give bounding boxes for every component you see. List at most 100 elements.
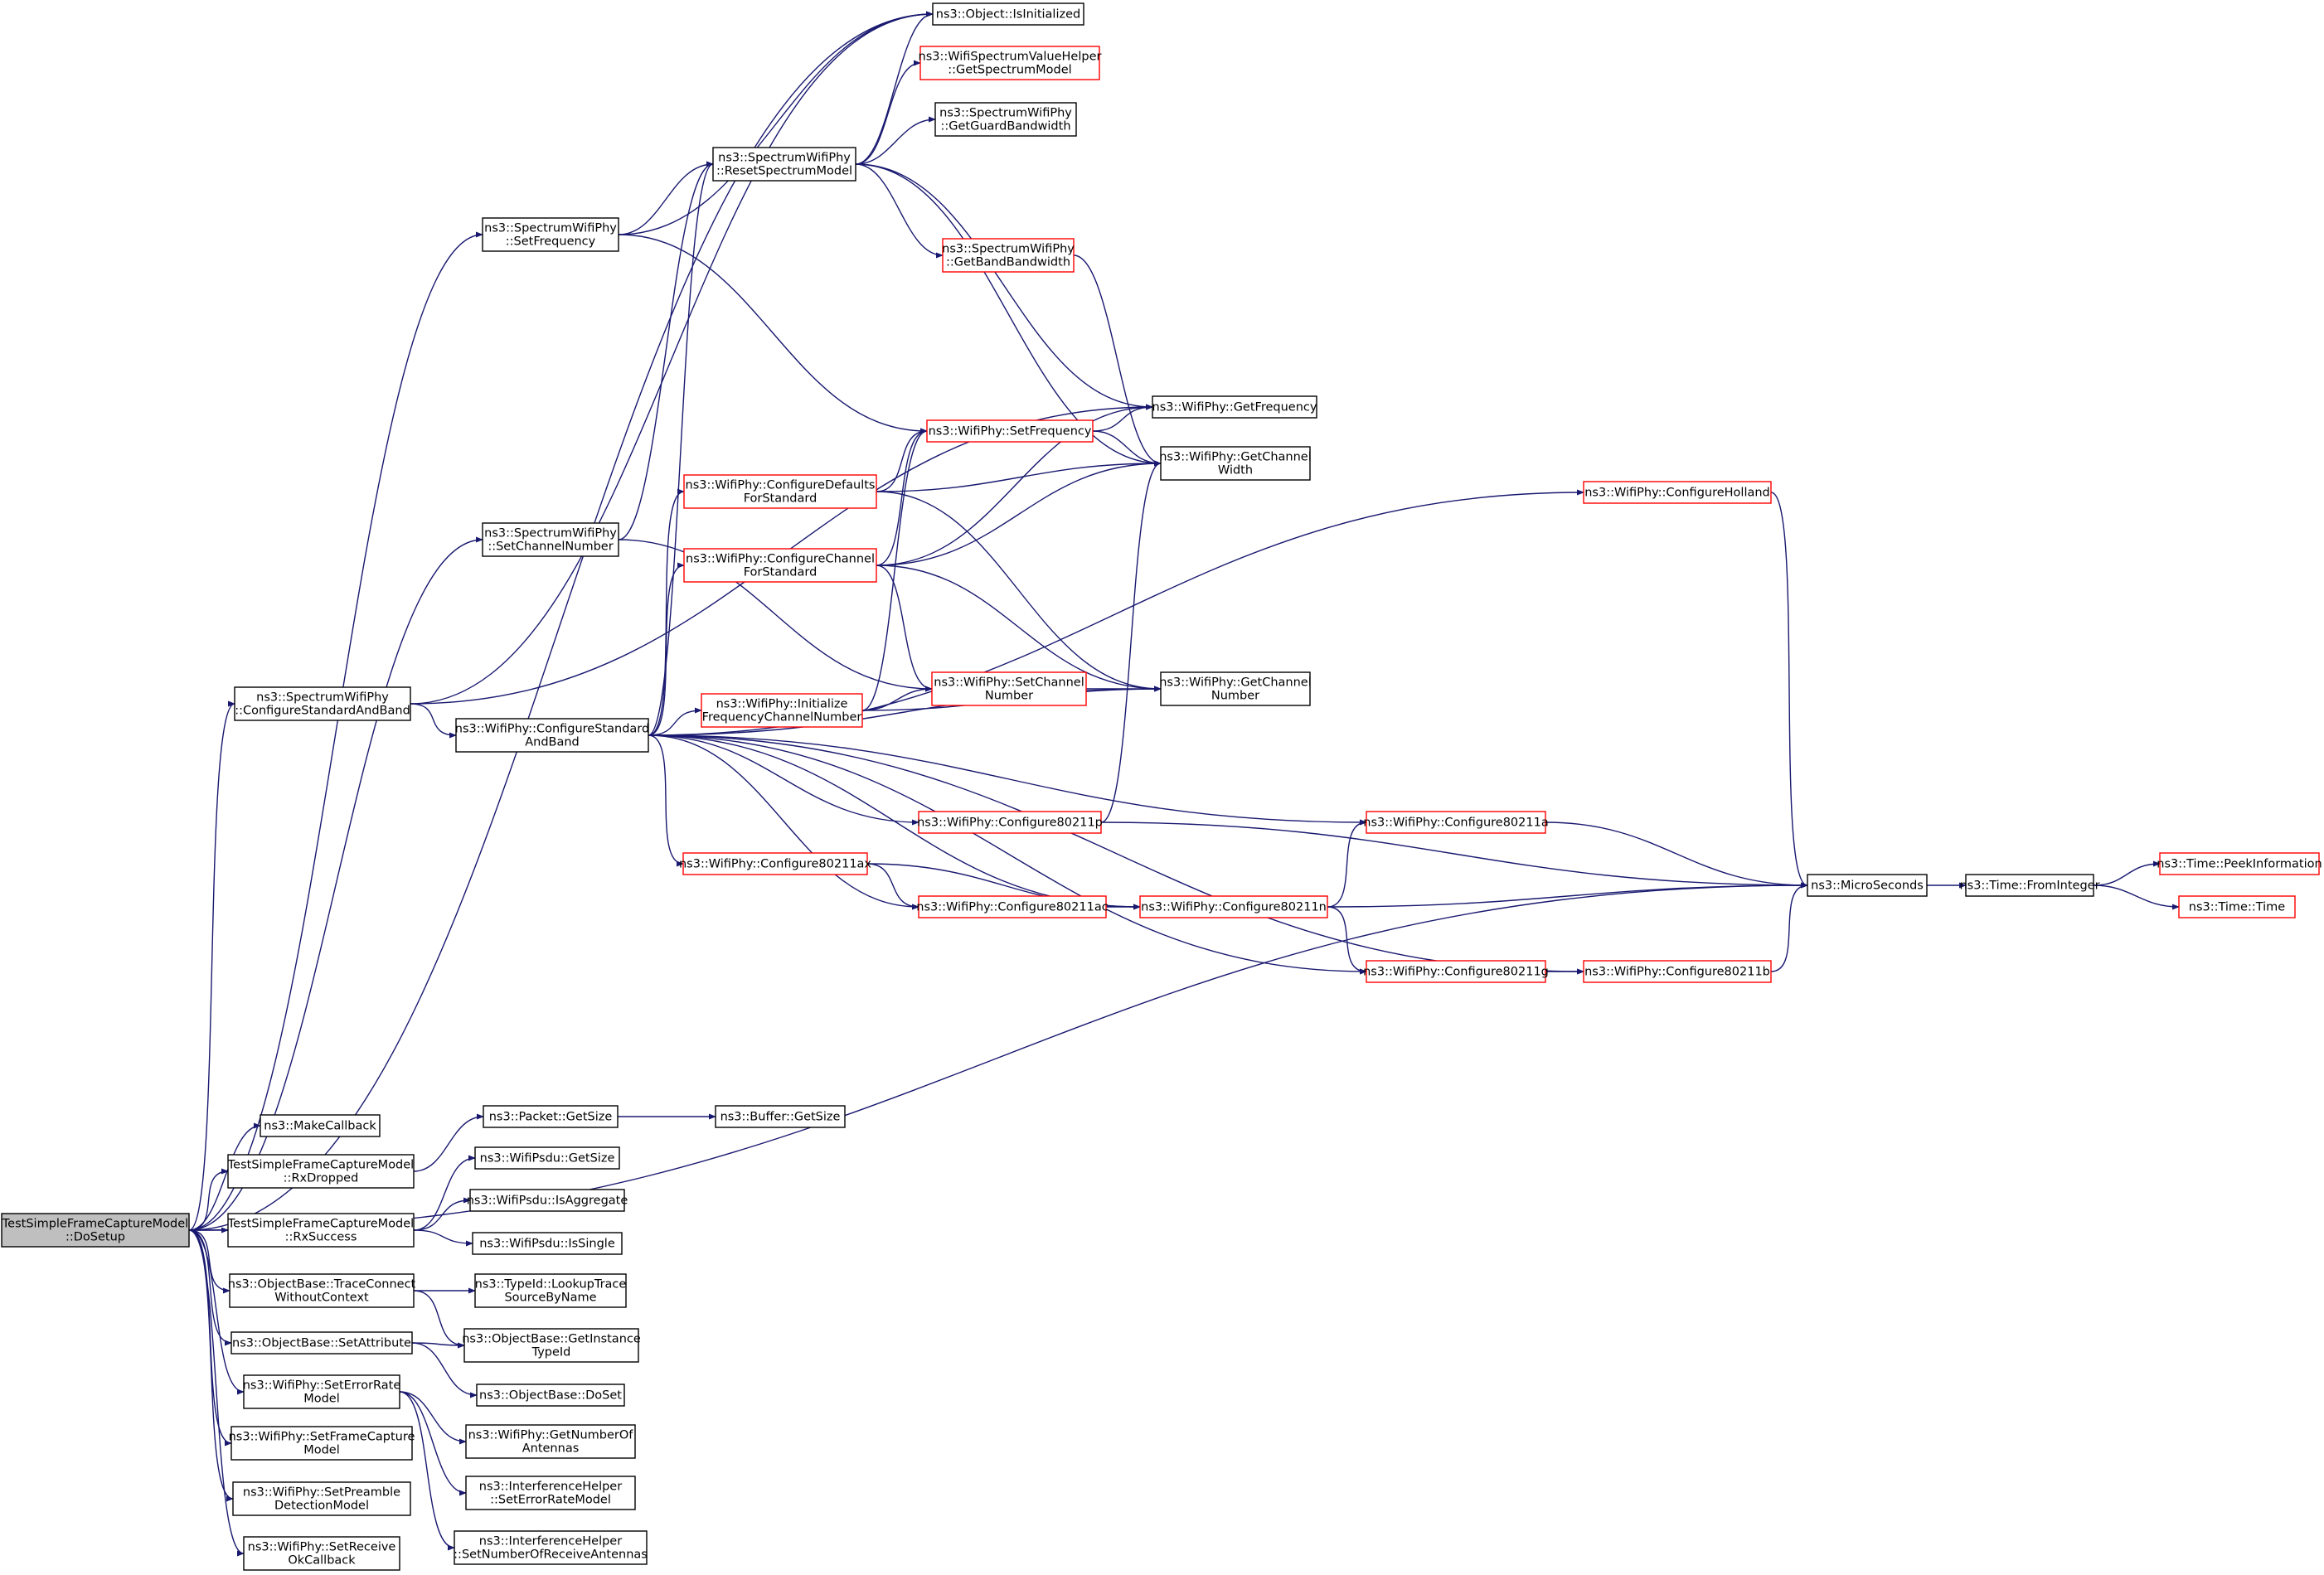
node-ihseterr[interactable]: ns3::InterferenceHelper::SetErrorRateMod…: [465, 1476, 636, 1510]
node-bandbw[interactable]: ns3::SpectrumWifiPhy::GetBandBandwidth: [942, 238, 1075, 273]
node-cfgdefaults[interactable]: ns3::WifiPhy::ConfigureDefaultsForStanda…: [683, 474, 877, 509]
edge-c80211n-to-micro: [1327, 882, 1808, 908]
node-pktsize[interactable]: ns3::Packet::GetSize: [483, 1105, 619, 1128]
node-traceconn[interactable]: ns3::ObjectBase::TraceConnectWithoutCont…: [228, 1273, 416, 1308]
node-spsetchnum[interactable]: ns3::SpectrumWifiPhy::SetChannelNumber: [482, 522, 619, 557]
node-label: Width: [1218, 464, 1253, 477]
node-box: [243, 1374, 400, 1409]
node-guardbw[interactable]: ns3::SpectrumWifiPhy::GetGuardBandwidth: [934, 102, 1077, 137]
node-makecb[interactable]: ns3::MakeCallback: [260, 1114, 381, 1137]
node-label: ns3::WifiPsdu::IsSingle: [479, 1238, 615, 1251]
node-label: ns3::InterferenceHelper: [479, 1535, 622, 1548]
node-label: ns3::WifiPhy::Initialize: [716, 698, 848, 711]
edge-c80211p-to-getchwidth: [1100, 460, 1162, 823]
edge-resetspec-to-bandbw: [855, 163, 944, 259]
edge-cfgchannel-to-wpsetfreq: [876, 428, 928, 566]
edge-spsetchnum-to-resetspec: [618, 161, 714, 540]
edge-root-to-rxdropped: [188, 1168, 229, 1231]
node-timetime[interactable]: ns3::Time::Time: [2178, 895, 2296, 918]
node-psduagg[interactable]: ns3::WifiPsdu::IsAggregate: [467, 1189, 628, 1212]
edge-root-to-traceconn: [188, 1229, 230, 1294]
node-initfreq[interactable]: ns3::WifiPhy::InitializeFrequencyChannel…: [701, 693, 863, 728]
node-isinit[interactable]: ns3::Object::IsInitialized: [932, 2, 1084, 26]
edge-root-to-micro: [188, 882, 1808, 1231]
edge-setattr-to-doset: [411, 1342, 478, 1398]
node-ihsetnumant[interactable]: ns3::InterferenceHelper::SetNumberOfRece…: [454, 1530, 648, 1565]
node-micro[interactable]: ns3::MicroSeconds: [1807, 874, 1928, 897]
edge-resetspec-to-getspecmodel: [855, 60, 921, 165]
edge-rxsuccess-to-psdusize: [413, 1155, 476, 1231]
edge-cfgchannel-to-getfreq: [876, 404, 1153, 566]
node-c80211ac[interactable]: ns3::WifiPhy::Configure80211ac: [916, 895, 1109, 918]
node-label: ns3::MakeCallback: [264, 1120, 376, 1133]
node-label: ns3::WifiPhy::GetChannel: [1159, 451, 1312, 464]
node-box: [476, 1384, 625, 1407]
edge-root-to-isinit: [188, 11, 934, 1231]
node-label: SourceByName: [504, 1292, 596, 1305]
node-getfreq[interactable]: ns3::WifiPhy::GetFrequency: [1152, 395, 1317, 419]
node-seterrrate[interactable]: ns3::WifiPhy::SetErrorRateModel: [243, 1374, 401, 1409]
edge-seterrrate-to-ihsetnumant: [399, 1391, 455, 1551]
node-bufsize[interactable]: ns3::Buffer::GetSize: [715, 1105, 846, 1128]
node-label: ns3::WifiPhy::GetChannel: [1159, 676, 1312, 690]
node-c80211g[interactable]: ns3::WifiPhy::Configure80211g: [1363, 960, 1549, 983]
node-cfgchannel[interactable]: ns3::WifiPhy::ConfigureChannelForStandar…: [683, 548, 877, 583]
node-label: ns3::Buffer::GetSize: [720, 1111, 841, 1124]
node-resetspec[interactable]: ns3::SpectrumWifiPhy::ResetSpectrumModel: [712, 147, 856, 182]
edge-spsetfreq-to-isinit: [618, 11, 934, 235]
node-psdusingle[interactable]: ns3::WifiPsdu::IsSingle: [472, 1232, 623, 1255]
edge-rxdropped-to-pktsize: [413, 1113, 484, 1172]
node-rxsuccess[interactable]: TestSimpleFrameCaptureModel::RxSuccess: [227, 1213, 415, 1248]
node-setattr[interactable]: ns3::ObjectBase::SetAttribute: [230, 1331, 413, 1354]
node-getspecmodel[interactable]: ns3::WifiSpectrumValueHelper::GetSpectru…: [919, 46, 1102, 80]
edge-cfgdefaults-to-wpsetfreq: [876, 428, 928, 492]
node-spcfgstd[interactable]: ns3::SpectrumWifiPhy::ConfigureStandardA…: [234, 686, 411, 721]
edge-c80211b-to-micro: [1770, 882, 1808, 972]
edge-wpcfgstd-to-cfgdefaults: [648, 488, 685, 736]
node-box: [1965, 874, 2094, 897]
edge-wpsetfreq-to-getchwidth: [1092, 430, 1162, 467]
node-label: ::SetNumberOfReceiveAntennas: [454, 1548, 648, 1562]
node-box: [243, 1536, 400, 1571]
node-fromint[interactable]: ns3::Time::FromInteger: [1959, 874, 2100, 897]
node-box: [918, 895, 1107, 918]
node-wpcfgstd[interactable]: ns3::WifiPhy::ConfigureStandardAndBand: [455, 718, 649, 753]
node-box: [483, 1105, 619, 1128]
node-label: ns3::Time::PeekInformation: [2157, 858, 2322, 871]
node-psdusize[interactable]: ns3::WifiPsdu::GetSize: [474, 1146, 620, 1170]
node-holland[interactable]: ns3::WifiPhy::ConfigureHolland: [1583, 481, 1772, 504]
node-label: OkCallback: [288, 1554, 356, 1568]
node-root[interactable]: TestSimpleFrameCaptureModel::DoSetup: [1, 1213, 190, 1248]
node-wpsetfreq[interactable]: ns3::WifiPhy::SetFrequency: [926, 419, 1094, 443]
node-c80211a[interactable]: ns3::WifiPhy::Configure80211a: [1363, 811, 1549, 834]
node-rxdropped[interactable]: TestSimpleFrameCaptureModel::RxDropped: [227, 1154, 415, 1189]
node-label: ns3::SpectrumWifiPhy: [939, 107, 1072, 120]
edge-c80211n-to-c80211g: [1327, 906, 1367, 975]
node-box: [918, 811, 1102, 834]
node-box: [683, 474, 877, 509]
node-doset[interactable]: ns3::ObjectBase::DoSet: [476, 1384, 625, 1407]
node-box: [1366, 960, 1546, 983]
node-c80211ax[interactable]: ns3::WifiPhy::Configure80211ax: [679, 852, 871, 875]
node-c80211b[interactable]: ns3::WifiPhy::Configure80211b: [1583, 960, 1772, 983]
node-box: [942, 238, 1075, 273]
node-box: [482, 217, 619, 252]
node-wpsetchnum[interactable]: ns3::WifiPhy::SetChannelNumber: [931, 671, 1087, 706]
node-box: [227, 1213, 415, 1248]
node-label: ns3::WifiPhy::ConfigureDefaults: [686, 479, 876, 492]
node-c80211n[interactable]: ns3::WifiPhy::Configure80211n: [1139, 895, 1328, 918]
node-peek[interactable]: ns3::Time::PeekInformation: [2157, 852, 2322, 875]
edge-root-to-setreceiveok: [188, 1229, 245, 1557]
node-c80211p[interactable]: ns3::WifiPhy::Configure80211p: [917, 811, 1103, 834]
node-spsetfreq[interactable]: ns3::SpectrumWifiPhy::SetFrequency: [482, 217, 619, 252]
node-box: [683, 548, 877, 583]
node-box: [715, 1105, 846, 1128]
